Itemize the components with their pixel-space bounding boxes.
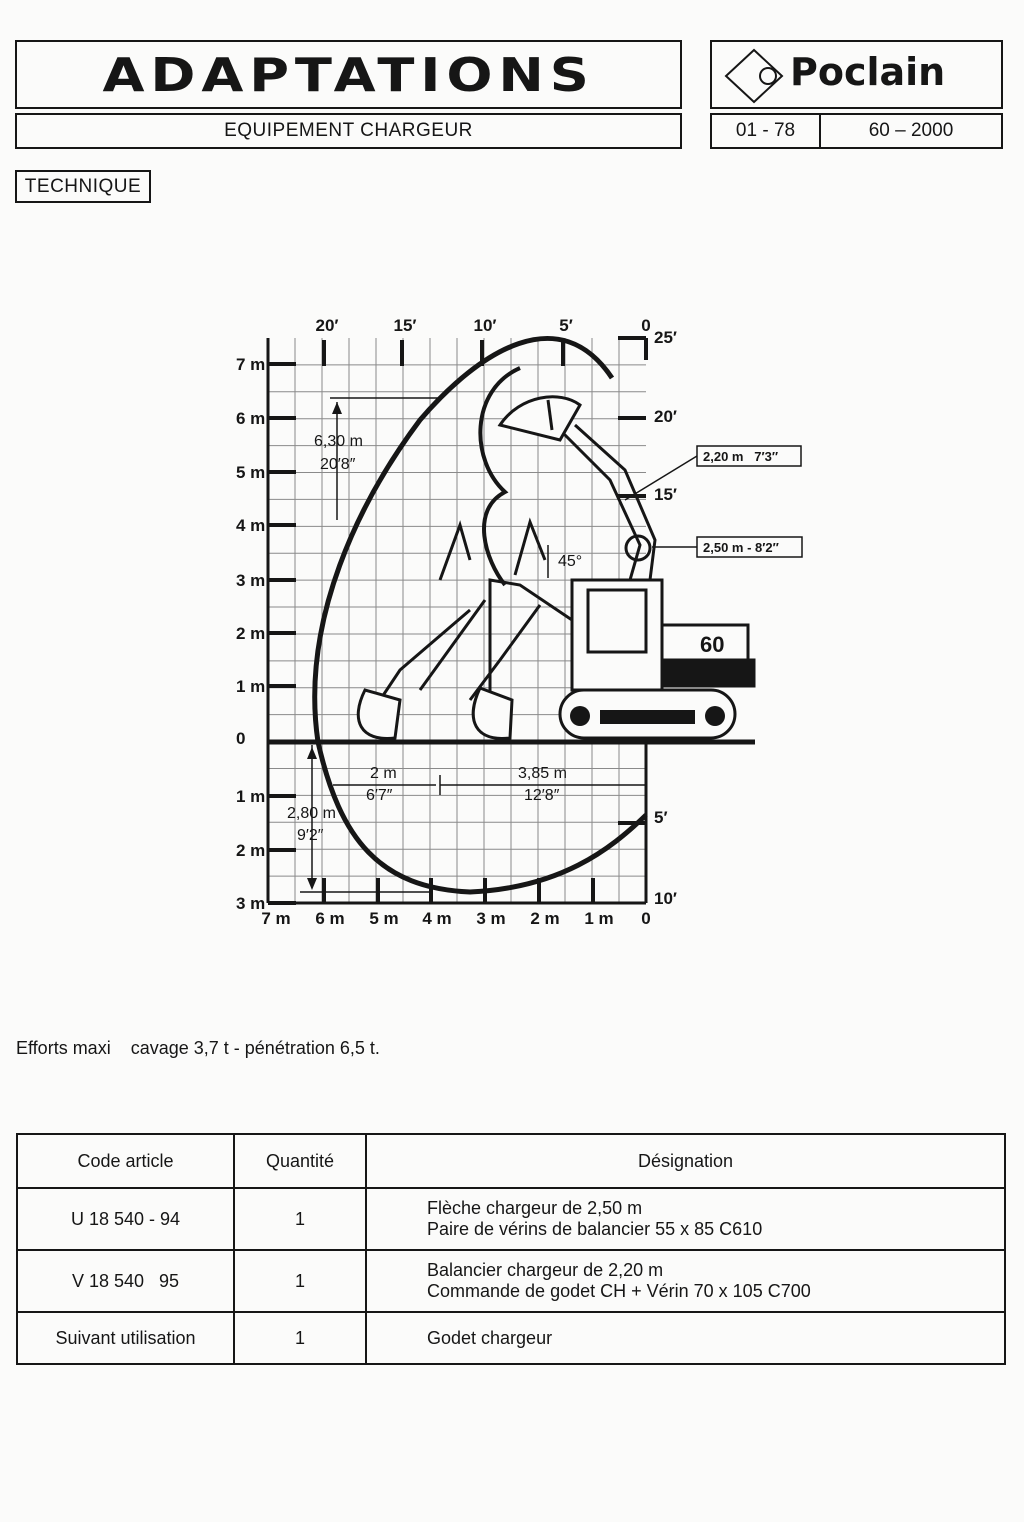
right-tick-label: 10′ <box>654 889 677 908</box>
excavator-machine <box>356 395 756 740</box>
bottom-tick-label: 6 m <box>315 909 344 928</box>
section-label-box: TECHNIQUE <box>15 170 151 203</box>
top-tick-label: 10′ <box>474 316 497 335</box>
designation-line-2: Commande de godet CH + Vérin 70 x 105 C7… <box>427 1281 811 1301</box>
cell-quantity: 1 <box>233 1249 367 1313</box>
designation-line-1: Balancier chargeur de 2,20 m <box>427 1260 664 1280</box>
bottom-tick-label: 7 m <box>261 909 290 928</box>
bottom-tick-label: 2 m <box>530 909 559 928</box>
header-code: Code article <box>16 1133 235 1189</box>
bottom-tick-label: 5 m <box>369 909 398 928</box>
top-tick-label: 0 <box>641 316 650 335</box>
forces-value: cavage 3,7 t - pénétration 6,5 t. <box>130 1038 380 1058</box>
header-quantity: Quantité <box>233 1133 367 1189</box>
machine-label: 60 <box>700 632 724 657</box>
designation-line-1: Godet chargeur <box>427 1327 553 1348</box>
right-tick-label: 25′ <box>654 328 677 347</box>
top-tick-label: 15′ <box>394 316 417 335</box>
subtitle-box: EQUIPEMENT CHARGEUR <box>15 113 682 149</box>
reach-b-imperial: 12′8″ <box>524 787 560 804</box>
cell-code: U 18 540 - 94 <box>16 1187 235 1251</box>
designation-line-1: Flèche chargeur de 2,50 m <box>427 1198 643 1218</box>
left-tick-label: 3 m <box>236 894 265 913</box>
poclain-diamond-logo-icon <box>724 48 784 104</box>
reach-envelope-curve <box>312 336 648 895</box>
diagram-frame <box>266 336 648 905</box>
left-tick-label: 0 <box>236 729 245 748</box>
working-range-diagram: 60 6,30 m 20′8″ 2,80 m 9′2″ 2 m 6′7″ 3,8… <box>236 316 803 928</box>
reach-b-metric: 3,85 m <box>518 765 567 782</box>
document-title: ADAPTATIONS <box>102 47 595 102</box>
section-label: TECHNIQUE <box>24 175 142 197</box>
cell-code: V 18 540 95 <box>16 1249 235 1313</box>
table-row: Suivant utilisation 1 Godet chargeur <box>16 1311 1006 1365</box>
parts-table: Code article Quantité Désignation U 18 5… <box>16 1133 1006 1365</box>
depth-arrow-head-bottom <box>307 878 317 890</box>
cell-quantity: 1 <box>233 1311 367 1365</box>
top-tick-label: 5′ <box>559 316 573 335</box>
brand-name: Poclain <box>790 50 946 94</box>
depth-imperial: 9′2″ <box>297 827 324 844</box>
bottom-tick-label: 0 <box>641 909 650 928</box>
title-box: ADAPTATIONS <box>15 40 682 109</box>
stick-length-label: 2,20 m 7′3″ <box>703 449 778 464</box>
forces-label: Efforts maxi <box>16 1038 111 1058</box>
code-box: 01 - 78 60 – 2000 <box>710 113 1003 149</box>
depth-metric: 2,80 m <box>287 805 336 822</box>
height-imperial: 20′8″ <box>320 456 356 473</box>
reach-a-imperial: 6′7″ <box>366 787 393 804</box>
angle-label: 45° <box>558 553 582 570</box>
left-tick-label: 4 m <box>236 516 265 535</box>
stick-length-leader <box>624 455 698 501</box>
logo-box: Poclain <box>710 40 1003 109</box>
left-tick-label: 1 m <box>236 787 265 806</box>
table-row: U 18 540 - 94 1 Flèche chargeur de 2,50 … <box>16 1187 1006 1251</box>
bottom-tick-label: 4 m <box>422 909 451 928</box>
height-metric: 6,30 m <box>314 433 363 450</box>
document-subtitle: EQUIPEMENT CHARGEUR <box>224 120 473 141</box>
bottom-tick-label: 1 m <box>584 909 613 928</box>
boom-length-label: 2,50 m - 8′2″ <box>703 540 779 555</box>
designation-line-2: Paire de vérins de balancier 55 x 85 C61… <box>427 1219 763 1239</box>
left-tick-label: 7 m <box>236 355 265 374</box>
top-tick-label: 20′ <box>316 316 339 335</box>
cell-designation: Godet chargeur <box>365 1311 1006 1365</box>
cell-code: Suivant utilisation <box>16 1311 235 1365</box>
date-code: 01 - 78 <box>712 115 821 147</box>
reach-a-metric: 2 m <box>370 765 397 782</box>
header-designation: Désignation <box>365 1133 1006 1189</box>
right-tick-label: 5′ <box>654 808 668 827</box>
inner-reach-curve <box>478 366 521 587</box>
left-tick-label: 3 m <box>236 571 265 590</box>
left-tick-label: 2 m <box>236 841 265 860</box>
left-tick-label: 1 m <box>236 677 265 696</box>
right-tick-label: 20′ <box>654 407 677 426</box>
right-tick-label: 15′ <box>654 485 677 504</box>
height-arrow-head <box>332 402 342 414</box>
table-header-row: Code article Quantité Désignation <box>16 1133 1006 1189</box>
bottom-tick-label: 3 m <box>476 909 505 928</box>
model-code: 60 – 2000 <box>868 120 954 141</box>
table-row: V 18 540 95 1 Balancier chargeur de 2,20… <box>16 1249 1006 1313</box>
max-forces: Efforts maxi cavage 3,7 t - pénétration … <box>16 1038 380 1059</box>
depth-arrow-head-top <box>307 747 317 759</box>
left-tick-label: 2 m <box>236 624 265 643</box>
left-tick-label: 6 m <box>236 409 265 428</box>
left-tick-label: 5 m <box>236 463 265 482</box>
cell-quantity: 1 <box>233 1187 367 1251</box>
